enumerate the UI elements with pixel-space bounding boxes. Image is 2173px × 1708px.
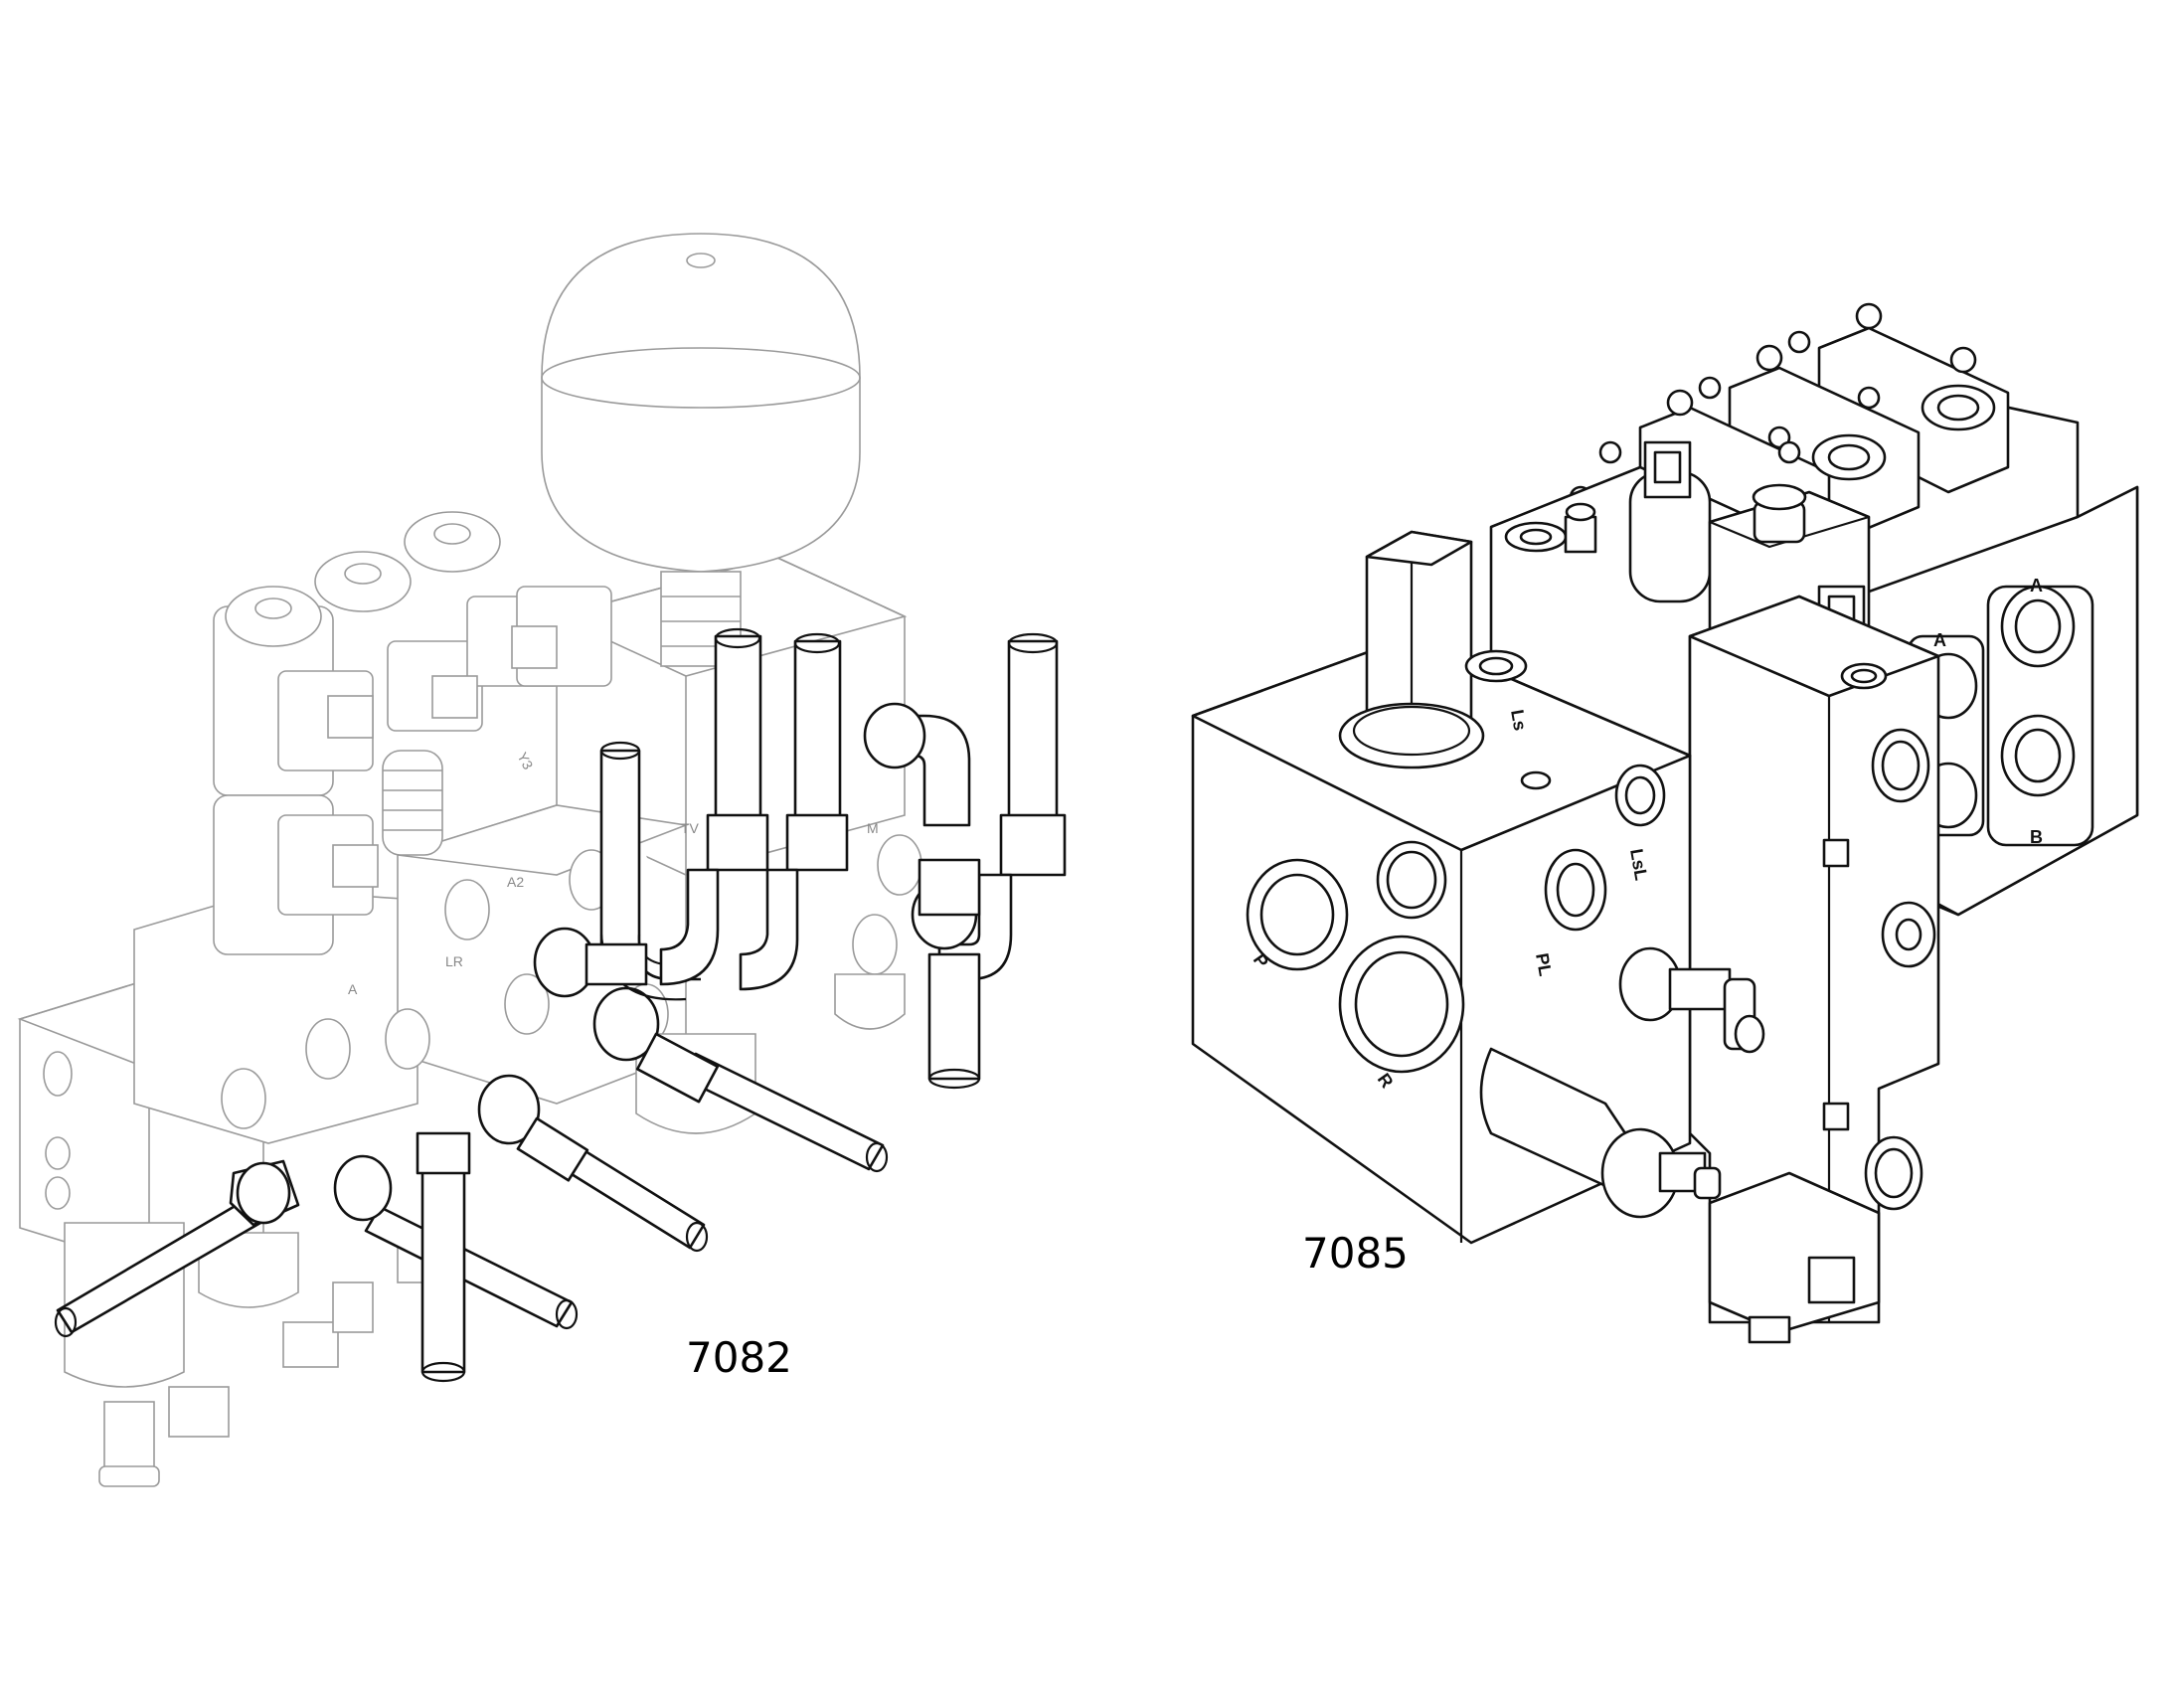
left-assembly-drawing: Y3 TV A2 LR M A (17, 233, 1067, 1487)
port-label-a-mid: A (1933, 630, 1946, 650)
part-number-label: 7082 (686, 1333, 792, 1382)
port-label-pl: PL (1532, 951, 1556, 977)
port-label-b-rear: B (2030, 827, 2043, 847)
port-label-ls: Ls (1507, 708, 1530, 732)
port-label-y3: Y3 (514, 750, 536, 772)
hose-lines (54, 627, 1067, 1383)
port-label-a: A (348, 981, 358, 997)
part-number-label-right: 7085 (1302, 1229, 1409, 1278)
port-label-m: M (867, 820, 879, 836)
port-label-lr: LR (445, 953, 463, 969)
port-label-tv: TV (681, 820, 700, 836)
right-assembly-drawing: A B A (1191, 302, 2139, 1344)
port-label-a2: A2 (507, 874, 524, 890)
port-label-a-rear: A (2030, 576, 2043, 596)
